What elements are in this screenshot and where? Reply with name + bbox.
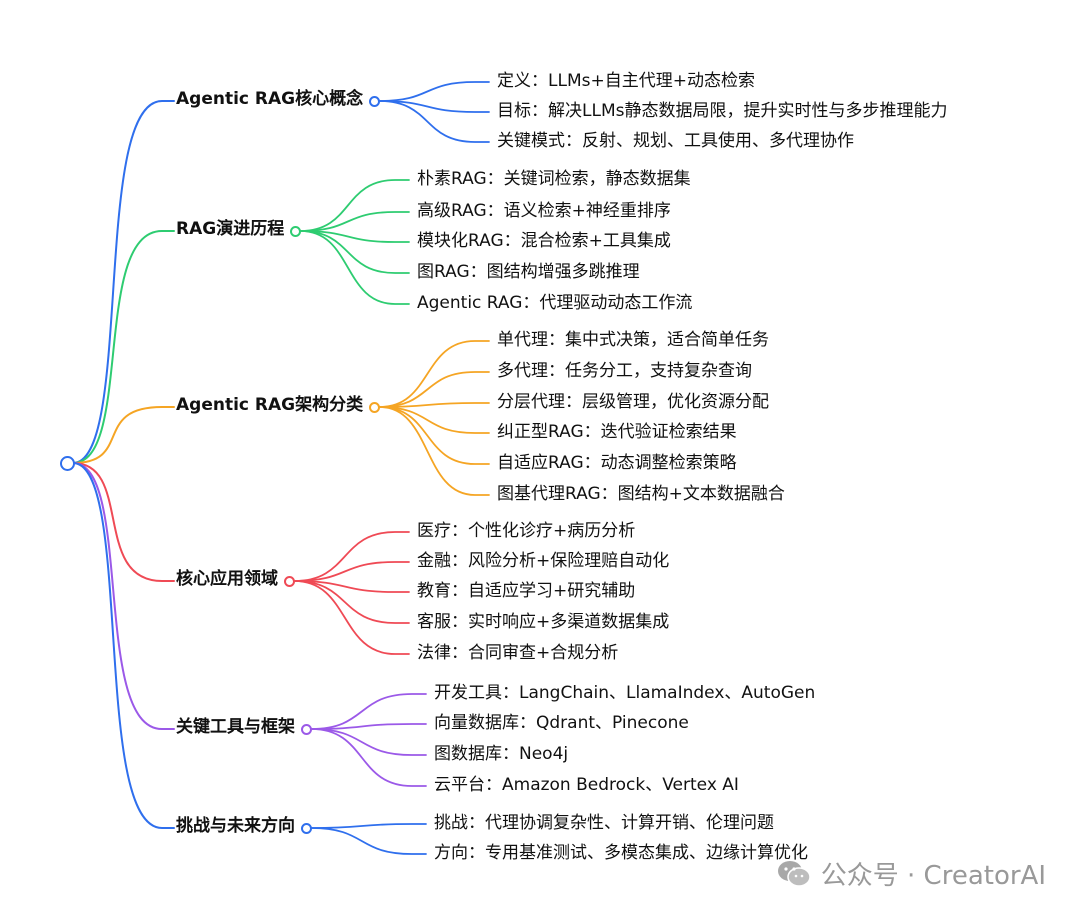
leaf-link-4-1 — [293, 531, 410, 582]
branch-label-6: 挑战与未来方向 — [176, 816, 295, 836]
leaf-label-4-4: 客服：实时响应+多渠道数据集成 — [417, 612, 670, 632]
leaf-label-6-2: 方向：专用基准测试、多模态集成、边缘计算优化 — [434, 843, 808, 863]
leaf-link-3-2 — [378, 371, 490, 408]
leaf-label-3-1: 单代理：集中式决策，适合简单任务 — [497, 330, 769, 350]
leaf-link-5-4 — [310, 728, 427, 787]
leaf-label-3-4: 纠正型RAG：迭代验证检索结果 — [497, 422, 737, 442]
root-node — [59, 455, 75, 471]
leaf-link-3-4 — [378, 406, 490, 434]
leaf-link-6-2 — [310, 827, 427, 855]
leaf-label-3-5: 自适应RAG：动态调整检索策略 — [497, 453, 737, 473]
leaf-link-1-3 — [378, 100, 490, 143]
branch-label-3: Agentic RAG架构分类 — [176, 395, 364, 415]
leaf-label-6-1: 挑战：代理协调复杂性、计算开销、伦理问题 — [434, 813, 774, 833]
leaf-link-4-4 — [293, 580, 410, 624]
leaf-link-3-5 — [378, 406, 490, 465]
root-link-3 — [72, 406, 175, 464]
branch-node-2 — [289, 225, 301, 237]
leaf-label-5-3: 图数据库：Neo4j — [434, 744, 569, 764]
leaf-link-2-3 — [299, 230, 410, 243]
leaf-link-1-2 — [378, 100, 490, 113]
leaf-label-2-1: 朴素RAG：关键词检索，静态数据集 — [417, 169, 691, 189]
leaf-label-4-3: 教育：自适应学习+研究辅助 — [417, 581, 636, 601]
branch-node-3 — [368, 401, 380, 413]
leaf-label-2-3: 模块化RAG：混合检索+工具集成 — [417, 231, 671, 251]
leaf-link-4-2 — [293, 561, 410, 582]
branch-node-6 — [300, 822, 312, 834]
root-link-2 — [72, 230, 175, 464]
branch-node-1 — [368, 95, 380, 107]
leaf-link-1-1 — [378, 81, 490, 102]
leaf-label-3-6: 图基代理RAG：图结构+文本数据融合 — [497, 484, 785, 504]
leaf-link-6-1 — [310, 823, 427, 829]
leaf-label-1-1: 定义：LLMs+自主代理+动态检索 — [497, 71, 755, 91]
leaf-label-5-2: 向量数据库：Qdrant、Pinecone — [434, 713, 689, 733]
leaf-label-2-2: 高级RAG：语义检索+神经重排序 — [417, 201, 671, 221]
root-link-5 — [72, 462, 175, 730]
branch-label-1: Agentic RAG核心概念 — [176, 89, 364, 109]
root-link-1 — [72, 100, 175, 464]
watermark-text: 公众号 · CreatorAI — [820, 861, 1046, 891]
leaf-label-4-5: 法律：合同审查+合规分析 — [417, 643, 619, 663]
leaf-label-2-4: 图RAG：图结构增强多跳推理 — [417, 262, 640, 282]
root-link-4 — [72, 462, 175, 582]
leaf-link-3-6 — [378, 406, 490, 496]
leaf-label-5-1: 开发工具：LangChain、LlamaIndex、AutoGen — [434, 683, 816, 703]
leaf-link-4-3 — [293, 580, 410, 593]
leaf-link-3-1 — [378, 340, 490, 408]
branch-node-4 — [283, 575, 295, 587]
branch-label-5: 关键工具与框架 — [176, 717, 295, 737]
branch-label-2: RAG演进历程 — [176, 219, 285, 239]
leaf-label-3-3: 分层代理：层级管理，优化资源分配 — [497, 392, 769, 412]
leaf-link-4-5 — [293, 580, 410, 655]
branch-node-5 — [300, 723, 312, 735]
leaf-link-5-3 — [310, 728, 427, 756]
leaf-link-2-4 — [299, 230, 410, 274]
leaf-label-1-3: 关键模式：反射、规划、工具使用、多代理协作 — [497, 131, 854, 151]
leaf-label-4-1: 医疗：个性化诊疗+病历分析 — [417, 521, 636, 541]
leaf-link-5-2 — [310, 723, 427, 730]
leaf-label-5-4: 云平台：Amazon Bedrock、Vertex AI — [434, 775, 739, 795]
branch-label-4: 核心应用领域 — [176, 569, 278, 589]
wechat-icon — [777, 860, 811, 887]
leaf-link-2-5 — [299, 230, 410, 305]
watermark: 公众号 · CreatorAI — [777, 855, 1046, 892]
root-link-6 — [72, 462, 175, 829]
leaf-label-3-2: 多代理：任务分工，支持复杂查询 — [497, 361, 752, 381]
leaf-label-1-2: 目标：解决LLMs静态数据局限，提升实时性与多步推理能力 — [497, 101, 948, 121]
leaf-link-2-1 — [299, 179, 410, 232]
leaf-label-4-2: 金融：风险分析+保险理赔自动化 — [417, 551, 670, 571]
leaf-label-2-5: Agentic RAG：代理驱动动态工作流 — [417, 293, 693, 313]
leaf-link-5-1 — [310, 693, 427, 730]
leaf-link-2-2 — [299, 211, 410, 232]
leaf-link-3-3 — [378, 402, 490, 408]
